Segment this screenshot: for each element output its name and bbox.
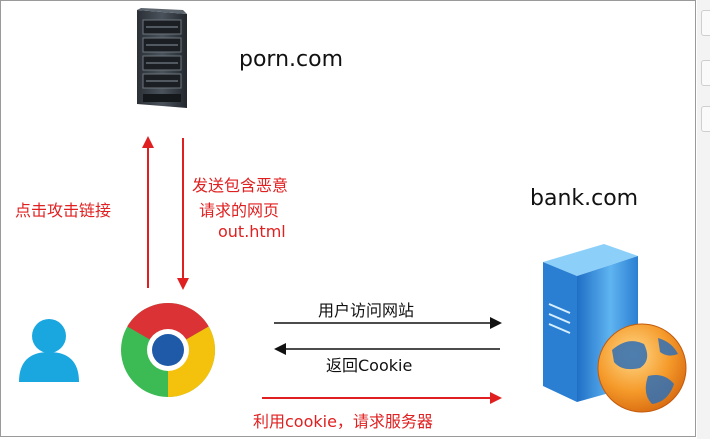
porn-host-label: porn.com — [239, 47, 344, 72]
click-attack-label: 点击攻击链接 — [15, 201, 112, 220]
use-cookie-label: 利用cookie，请求服务器 — [253, 412, 433, 431]
send-page-label-line1: 发送包含恶意 — [192, 176, 289, 195]
chrome-browser-icon — [121, 303, 215, 397]
send-page-label-line3: out.html — [218, 222, 286, 241]
edge-tab — [701, 10, 710, 36]
send-page-label-line2: 请求的网页 — [199, 201, 280, 220]
edge-tab — [701, 106, 710, 132]
edge-tab — [701, 60, 710, 86]
return-cookie-label: 返回Cookie — [326, 356, 413, 375]
visit-site-label: 用户访问网站 — [318, 301, 415, 320]
bank-host-label: bank.com — [530, 186, 639, 211]
diagram-frame — [0, 0, 696, 437]
user-icon — [19, 319, 79, 382]
server-rack-icon — [137, 8, 187, 108]
web-server-globe-icon — [543, 244, 687, 413]
